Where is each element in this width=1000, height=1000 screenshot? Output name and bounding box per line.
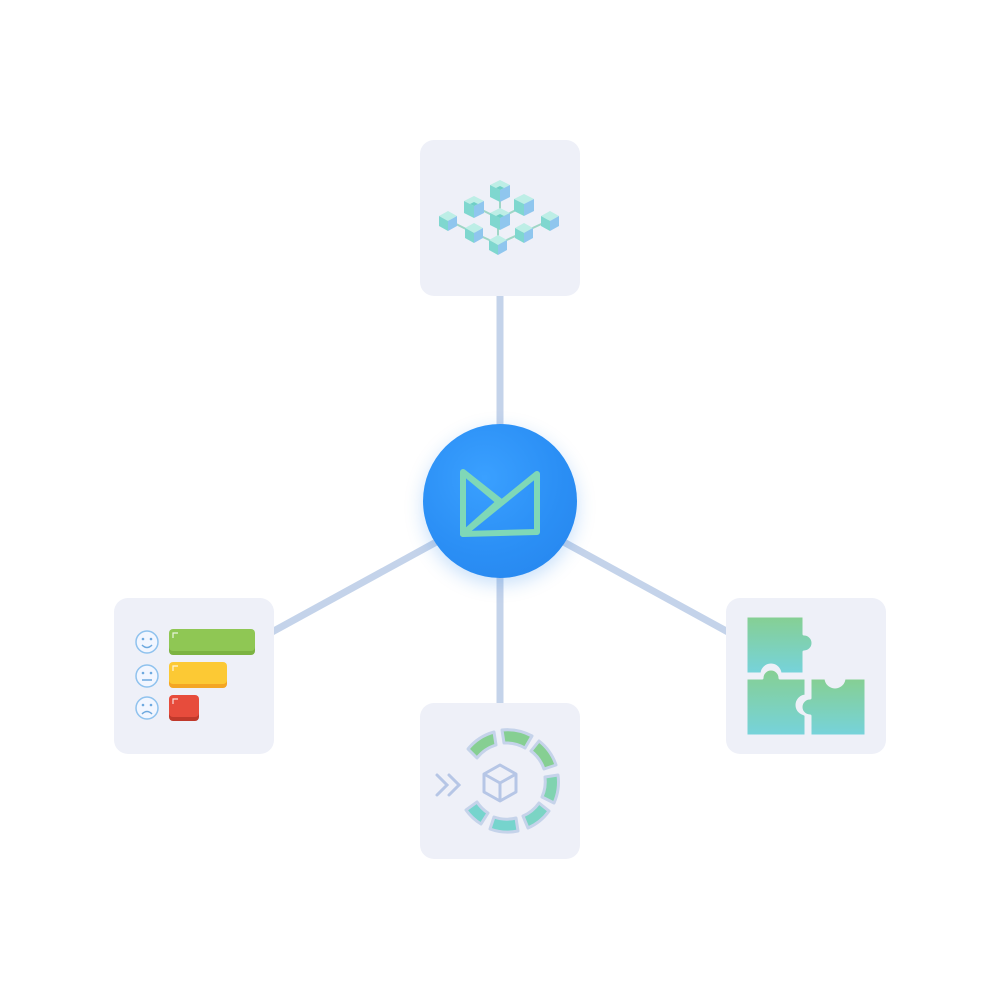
connector-right [558, 536, 730, 636]
cycle-segment [529, 739, 558, 771]
fast-forward-icon [435, 773, 462, 797]
satisfaction-rating-bars-icon [135, 629, 255, 721]
sad-face-icon [135, 696, 159, 720]
cycle-segment [464, 800, 490, 826]
cycle-segment [540, 773, 560, 805]
cycle-segment [466, 730, 498, 760]
hub-node[interactable] [423, 424, 577, 578]
connector-left [270, 536, 442, 636]
cycle-segment [500, 728, 534, 750]
cube-cycle-icon [435, 728, 560, 834]
puzzle-piece [744, 667, 808, 738]
happy-face-icon [135, 630, 159, 654]
blockchain-card[interactable] [420, 140, 580, 296]
cube-outline-icon [482, 763, 518, 803]
satisfaction-card[interactable] [114, 598, 274, 754]
puzzle-piece [744, 614, 815, 676]
integration-card[interactable] [726, 598, 886, 754]
cycle-segment [521, 801, 551, 830]
puzzle-piece [799, 676, 868, 738]
bowtie-logo-icon [460, 469, 540, 537]
lifecycle-card[interactable] [420, 703, 580, 859]
blockchain-cubes-icon [439, 180, 559, 255]
neutral-face-icon [135, 664, 159, 688]
puzzle-pieces-icon [744, 614, 868, 738]
cycle-segment [488, 815, 520, 834]
